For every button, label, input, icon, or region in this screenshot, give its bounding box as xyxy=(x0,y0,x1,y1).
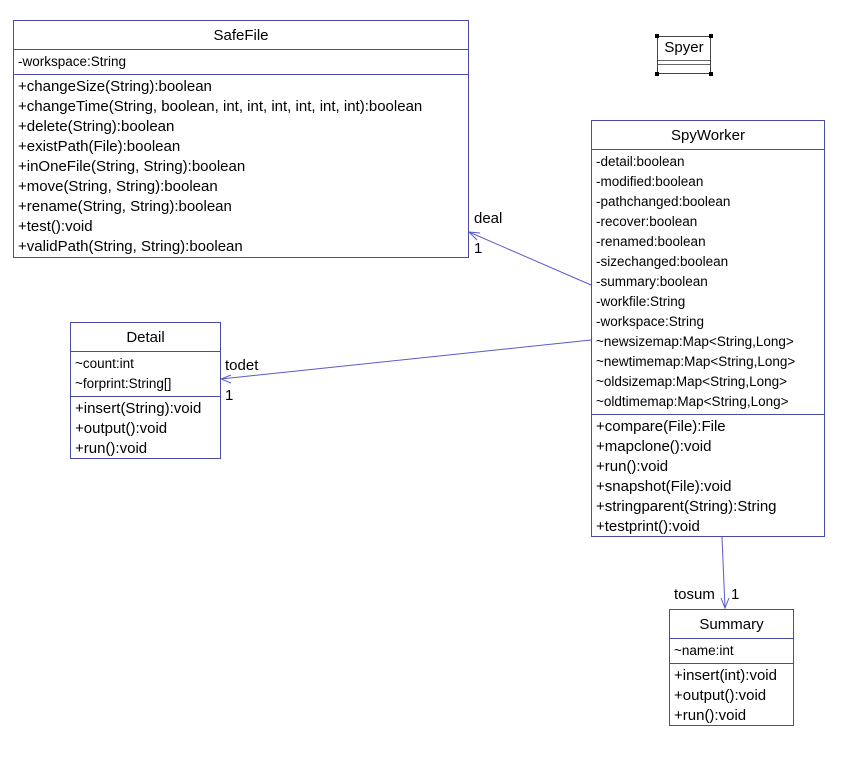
operation: +run():void xyxy=(674,707,747,724)
operations-compartment: +changeSize(String):boolean +changeTime(… xyxy=(14,75,468,259)
operation: +inOneFile(String, String):boolean xyxy=(18,158,246,175)
attribute: ~forprint:String[] xyxy=(75,376,172,391)
attributes-compartment: ~count:int ~forprint:String[] xyxy=(71,352,220,397)
attributes-divider xyxy=(658,60,710,61)
spyer-class[interactable]: Spyer xyxy=(657,36,711,74)
attribute: -renamed:boolean xyxy=(596,234,706,249)
attribute: ~newtimemap:Map<String,Long> xyxy=(596,354,796,369)
attribute: -modified:boolean xyxy=(596,174,704,189)
operation: +rename(String, String):boolean xyxy=(18,198,232,215)
selection-handle[interactable] xyxy=(655,72,659,76)
operation: +testprint():void xyxy=(596,518,700,535)
summary-class[interactable]: Summary ~name:int +insert(int):void +out… xyxy=(669,609,794,726)
selection-handle[interactable] xyxy=(709,72,713,76)
operation: +move(String, String):boolean xyxy=(18,178,218,195)
deal-association-line xyxy=(468,231,592,286)
operation: +insert(String):void xyxy=(75,400,202,417)
operations-compartment: +insert(int):void +output():void +run():… xyxy=(670,664,793,728)
attribute: -sizechanged:boolean xyxy=(596,254,729,269)
tosum-association-line xyxy=(721,536,726,609)
attribute: -summary:boolean xyxy=(596,274,708,289)
operation: +run():void xyxy=(75,440,148,457)
deal-role-label: deal xyxy=(474,210,503,227)
attribute: -workspace:String xyxy=(18,54,127,69)
operation: +insert(int):void xyxy=(674,667,777,684)
operation: +test():void xyxy=(18,218,93,235)
operation: +validPath(String, String):boolean xyxy=(18,238,243,255)
operation: +compare(File):File xyxy=(596,418,726,435)
todet-role-label: todet xyxy=(225,357,259,374)
class-name: SpyWorker xyxy=(592,121,824,150)
spyworker-class[interactable]: SpyWorker -detail:boolean -modified:bool… xyxy=(591,120,825,537)
attribute: -workspace:String xyxy=(596,314,705,329)
attribute: -detail:boolean xyxy=(596,154,685,169)
tosum-arrowhead xyxy=(720,597,730,610)
operations-compartment: +insert(String):void +output():void +run… xyxy=(71,397,220,461)
todet-multiplicity-label: 1 xyxy=(225,387,234,404)
operations-divider xyxy=(658,64,710,65)
class-name: Detail xyxy=(71,323,220,352)
operation: +output():void xyxy=(75,420,168,437)
attributes-compartment: -detail:boolean -modified:boolean -pathc… xyxy=(592,150,824,415)
deal-arrowhead xyxy=(467,231,481,241)
attribute: -recover:boolean xyxy=(596,214,698,229)
operation: +output():void xyxy=(674,687,767,704)
safefile-class[interactable]: SafeFile -workspace:String +changeSize(S… xyxy=(13,20,469,258)
deal-multiplicity-label: 1 xyxy=(474,240,483,257)
tosum-role-label: tosum xyxy=(674,586,715,603)
attributes-compartment: -workspace:String xyxy=(14,50,468,75)
class-name: Summary xyxy=(670,610,793,639)
operation: +run():void xyxy=(596,458,669,475)
todet-association-line xyxy=(220,339,592,380)
todet-arrowhead xyxy=(219,374,232,384)
operation: +mapclone():void xyxy=(596,438,712,455)
attribute: ~oldsizemap:Map<String,Long> xyxy=(596,374,787,389)
operation: +stringparent(String):String xyxy=(596,498,777,515)
attribute: ~newsizemap:Map<String,Long> xyxy=(596,334,794,349)
class-name: Spyer xyxy=(664,39,704,56)
operation: +changeTime(String, boolean, int, int, i… xyxy=(18,98,423,115)
operation: +snapshot(File):void xyxy=(596,478,732,495)
attribute: ~count:int xyxy=(75,356,134,371)
selection-handle[interactable] xyxy=(709,34,713,38)
attribute: ~name:int xyxy=(674,643,734,658)
operations-compartment: +compare(File):File +mapclone():void +ru… xyxy=(592,415,824,539)
selection-handle[interactable] xyxy=(655,34,659,38)
attributes-compartment: ~name:int xyxy=(670,639,793,664)
operation: +existPath(File):boolean xyxy=(18,138,181,155)
detail-class[interactable]: Detail ~count:int ~forprint:String[] +in… xyxy=(70,322,221,459)
attribute: ~oldtimemap:Map<String,Long> xyxy=(596,394,789,409)
operation: +delete(String):boolean xyxy=(18,118,175,135)
attribute: -workfile:String xyxy=(596,294,686,309)
class-name: SafeFile xyxy=(14,21,468,50)
attribute: -pathchanged:boolean xyxy=(596,194,731,209)
tosum-multiplicity-label: 1 xyxy=(731,586,740,603)
operation: +changeSize(String):boolean xyxy=(18,78,212,95)
